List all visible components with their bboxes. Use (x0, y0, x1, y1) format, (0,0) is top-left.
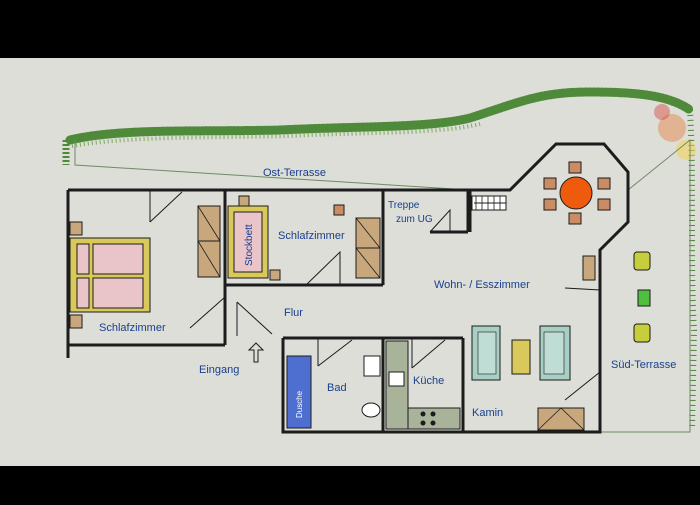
label-treppe: Treppe (388, 200, 420, 211)
bunk-bed (227, 195, 281, 281)
door-bedroom1 (149, 190, 183, 223)
label-schlafzimmer-2: Schlafzimmer (278, 230, 345, 242)
dining-chair (568, 212, 582, 225)
sofa-right-seat (543, 331, 565, 375)
garden-chair (633, 251, 651, 271)
label-eingang: Eingang (199, 364, 239, 376)
bed-pillow (76, 243, 90, 275)
dining-chair (543, 177, 557, 190)
label-zum-ug: zum UG (396, 214, 433, 225)
label-kueche: Küche (413, 375, 444, 387)
flower-cluster (654, 104, 670, 120)
door-bedroom2 (305, 250, 341, 286)
shower (286, 355, 312, 429)
wardrobe-line (197, 205, 221, 278)
hedge-right (687, 109, 698, 431)
living-furniture (471, 325, 585, 431)
stove-burner (420, 420, 426, 426)
flower-cluster (676, 140, 696, 160)
door-bath (317, 338, 353, 367)
kitchen-sink (388, 371, 405, 387)
label-wohn-esszimmer: Wohn- / Esszimmer (434, 279, 530, 291)
door-kitchen (411, 338, 446, 369)
label-sued-terrasse: Süd-Terrasse (611, 359, 676, 371)
doors (149, 190, 601, 402)
wardrobe-line (355, 217, 381, 279)
stairs-to-basement (471, 195, 507, 211)
dining-chair (597, 177, 611, 190)
wardrobe-bedroom2 (333, 204, 381, 279)
label-ost-terrasse: Ost-Terrasse (263, 167, 326, 179)
hedge-top-inner (71, 122, 481, 148)
coffee-table (511, 339, 531, 375)
bathroom-fixtures (286, 355, 381, 429)
stove-burner (420, 411, 426, 417)
door-south-terrace (564, 287, 601, 402)
door-bedroom1-flur (189, 296, 226, 330)
toilet (361, 402, 381, 418)
hedge-top (65, 87, 695, 145)
wardrobe-bedroom1 (197, 205, 221, 278)
wall-stairs (383, 188, 470, 234)
nightstand (69, 221, 83, 236)
label-schlafzimmer-1: Schlafzimmer (99, 322, 166, 334)
stove-burner (430, 420, 436, 426)
entrance-arrow (247, 342, 265, 363)
nightstand (69, 314, 83, 329)
dining-chair (568, 161, 582, 174)
garden-table (637, 289, 651, 307)
fireplace-lines (537, 407, 585, 431)
dining-table (543, 161, 611, 225)
dining-chair (597, 198, 611, 211)
label-stockbett: Stockbett (244, 224, 255, 266)
double-bed (69, 221, 151, 329)
round-table (559, 176, 593, 210)
garden-chair (633, 323, 651, 343)
bed-mattress-right (92, 277, 144, 309)
label-flur: Flur (284, 307, 303, 319)
walls (66, 142, 630, 434)
garden-furniture (633, 251, 651, 343)
bed-mattress-left (92, 243, 144, 275)
bedroom2-chair (333, 204, 345, 216)
door-stairs (429, 208, 451, 233)
sideboard (582, 255, 596, 281)
dining-chair (543, 198, 557, 211)
flower-cluster (658, 114, 686, 142)
hedge (62, 87, 698, 431)
bunk-table (269, 269, 281, 281)
fireplace (537, 407, 585, 431)
bunk-lamp (238, 195, 250, 207)
label-dusche: Dusche (295, 390, 304, 418)
sofa-left-seat (477, 331, 497, 375)
kitchen-counter-bottom (407, 407, 461, 430)
label-bad: Bad (327, 382, 347, 394)
bed-pillow (76, 277, 90, 309)
terrace-outline (74, 138, 691, 433)
sink (363, 355, 381, 377)
kitchen-fixtures (385, 340, 461, 430)
bunk-mattress (233, 211, 263, 273)
stove-burner (430, 411, 436, 417)
door-flur (236, 301, 273, 336)
label-kamin: Kamin (472, 407, 503, 419)
